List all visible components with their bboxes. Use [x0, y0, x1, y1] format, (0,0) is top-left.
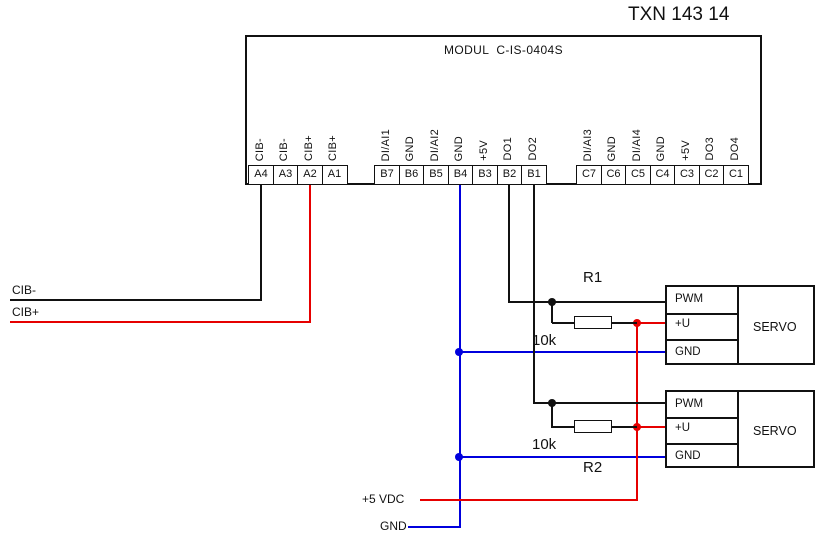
- wire-r2-drop: [551, 403, 553, 428]
- servo1-row-divider-2: [667, 339, 737, 341]
- wire-do1-horizontal: [508, 301, 665, 303]
- wire-gnd-to-servo2: [459, 456, 665, 458]
- junction-dot-r2: [548, 399, 556, 407]
- wire-do2-horizontal: [533, 402, 665, 404]
- terminal-a4: A4: [248, 165, 274, 185]
- servo2-label: SERVO: [753, 424, 797, 438]
- wire-do1-vertical: [508, 185, 510, 303]
- junction-dot-gnd-servo2: [455, 453, 463, 461]
- terminal-b3: B3: [472, 165, 498, 185]
- servo1-pin-plus-u: +U: [675, 318, 691, 330]
- junction-dot-5vdc-servo2: [633, 423, 641, 431]
- terminal-c6: C6: [600, 165, 627, 185]
- terminal-group-c: C7 C6 C5 C4 C3 C2 C1: [576, 165, 749, 185]
- pin-label-c5: DI/AI4: [631, 128, 643, 161]
- pin-label-c2: DO3: [704, 137, 716, 161]
- servo1-pin-pwm: PWM: [675, 293, 704, 305]
- wire-r1-left: [552, 322, 574, 324]
- module-box: MODUL C-IS-0404S: [245, 35, 762, 185]
- pin-label-c6: GND: [606, 135, 618, 161]
- pin-label-a1: CIB+: [327, 135, 339, 161]
- net-label-5vdc: +5 VDC: [362, 492, 405, 506]
- module-name: MODUL C-IS-0404S: [443, 43, 564, 57]
- wire-5vdc-horizontal: [420, 499, 638, 501]
- terminal-group-a: A4 A3 A2 A1: [248, 165, 348, 185]
- wire-r2-left: [552, 426, 574, 428]
- servo1-row-divider-1: [667, 313, 737, 315]
- terminal-a1: A1: [321, 165, 348, 185]
- servo1-box: PWM +U GND SERVO: [665, 285, 815, 365]
- pin-label-c3: +5V: [680, 140, 692, 161]
- pin-label-b2: DO1: [502, 137, 514, 161]
- terminal-a2: A2: [297, 165, 323, 185]
- terminal-b5: B5: [423, 165, 449, 185]
- terminal-a3: A3: [272, 165, 299, 185]
- resistor-r1: [574, 316, 612, 329]
- terminal-c2: C2: [698, 165, 725, 185]
- junction-dot-r1: [548, 298, 556, 306]
- pin-label-b3: +5V: [478, 140, 490, 161]
- wire-gnd-bottom: [408, 526, 461, 528]
- servo1-terminal-divider: [737, 287, 739, 363]
- pin-label-b7: DI/AI1: [380, 128, 392, 161]
- servo2-box: PWM +U GND SERVO: [665, 390, 815, 468]
- pin-label-b5: DI/AI2: [429, 128, 441, 161]
- pin-label-a2: CIB+: [303, 135, 315, 161]
- wire-cib-minus-vertical: [260, 185, 262, 301]
- wire-gnd-vertical: [459, 185, 461, 528]
- servo2-pin-pwm: PWM: [675, 398, 704, 410]
- wire-5vdc-to-servo2: [636, 426, 665, 428]
- wire-cib-plus-horizontal: [10, 321, 311, 323]
- terminal-b7: B7: [374, 165, 400, 185]
- servo1-label: SERVO: [753, 320, 797, 334]
- net-label-cib-plus: CIB+: [12, 305, 40, 319]
- terminal-group-b: B7 B6 B5 B4 B3 B2 B1: [374, 165, 547, 185]
- terminal-c1: C1: [723, 165, 749, 185]
- wire-r1-right: [612, 322, 637, 324]
- pin-label-a3: CIB-: [278, 137, 290, 161]
- servo2-row-divider-1: [667, 417, 737, 419]
- wire-5vdc-to-servo1: [636, 322, 665, 324]
- terminal-c7: C7: [576, 165, 602, 185]
- wire-cib-minus-horizontal: [10, 299, 262, 301]
- pin-label-c1: DO4: [729, 137, 741, 161]
- wire-5vdc-vertical: [636, 322, 638, 501]
- servo1-pin-gnd: GND: [675, 346, 701, 358]
- terminal-c5: C5: [625, 165, 651, 185]
- terminal-c4: C4: [649, 165, 676, 185]
- servo2-terminal-divider: [737, 392, 739, 466]
- wire-gnd-to-servo1: [459, 351, 665, 353]
- net-label-cib-minus: CIB-: [12, 283, 36, 297]
- terminal-b4: B4: [447, 165, 474, 185]
- junction-dot-gnd-servo1: [455, 348, 463, 356]
- terminal-b6: B6: [398, 165, 425, 185]
- wire-do2-vertical: [533, 185, 535, 404]
- pin-label-a4: CIB-: [254, 137, 266, 161]
- wire-r2-right: [612, 426, 637, 428]
- resistor-ref-r2: R2: [583, 459, 603, 476]
- servo2-row-divider-2: [667, 443, 737, 445]
- resistor-value-r2: 10k: [532, 436, 557, 453]
- servo2-pin-gnd: GND: [675, 450, 701, 462]
- resistor-r2: [574, 420, 612, 433]
- pin-label-c7: DI/AI3: [582, 128, 594, 161]
- wire-r1-drop: [551, 302, 553, 323]
- pin-label-b1: DO2: [527, 137, 539, 161]
- pin-label-b4: GND: [453, 135, 465, 161]
- diagram-title: TXN 143 14: [628, 4, 730, 25]
- resistor-ref-r1: R1: [583, 269, 603, 286]
- wire-cib-plus-vertical: [309, 185, 311, 323]
- pin-label-b6: GND: [404, 135, 416, 161]
- terminal-c3: C3: [674, 165, 700, 185]
- pin-label-c4: GND: [655, 135, 667, 161]
- terminal-b2: B2: [496, 165, 523, 185]
- junction-dot-5vdc-servo1: [633, 319, 641, 327]
- resistor-value-r1: 10k: [532, 332, 557, 349]
- servo2-pin-plus-u: +U: [675, 422, 691, 434]
- terminal-b1: B1: [521, 165, 547, 185]
- net-label-gnd: GND: [380, 519, 407, 533]
